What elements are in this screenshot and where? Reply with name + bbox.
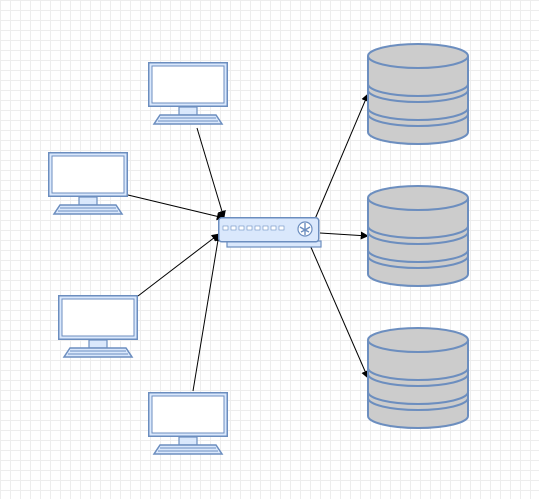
- desktop-computer-icon[interactable]: [148, 392, 228, 455]
- desktop-computer-icon[interactable]: [148, 62, 228, 125]
- edge-switch-to-db-1[interactable]: [314, 93, 369, 220]
- desktop-computer-icon[interactable]: [48, 152, 128, 215]
- edge-pc-3-to-switch[interactable]: [137, 233, 220, 297]
- edge-pc-4-to-switch[interactable]: [192, 233, 222, 392]
- database-icon[interactable]: [367, 327, 469, 429]
- edge-switch-to-db-3[interactable]: [309, 244, 369, 379]
- edge-pc-2-to-switch[interactable]: [127, 194, 225, 221]
- desktop-computer-icon[interactable]: [58, 295, 138, 358]
- edge-switch-to-db-2[interactable]: [319, 231, 369, 240]
- connector-layer: [127, 93, 369, 392]
- database-icon[interactable]: [367, 43, 469, 145]
- edge-pc-1-to-switch[interactable]: [196, 127, 226, 219]
- network-switch-icon[interactable]: [218, 217, 322, 248]
- database-icon[interactable]: [367, 185, 469, 287]
